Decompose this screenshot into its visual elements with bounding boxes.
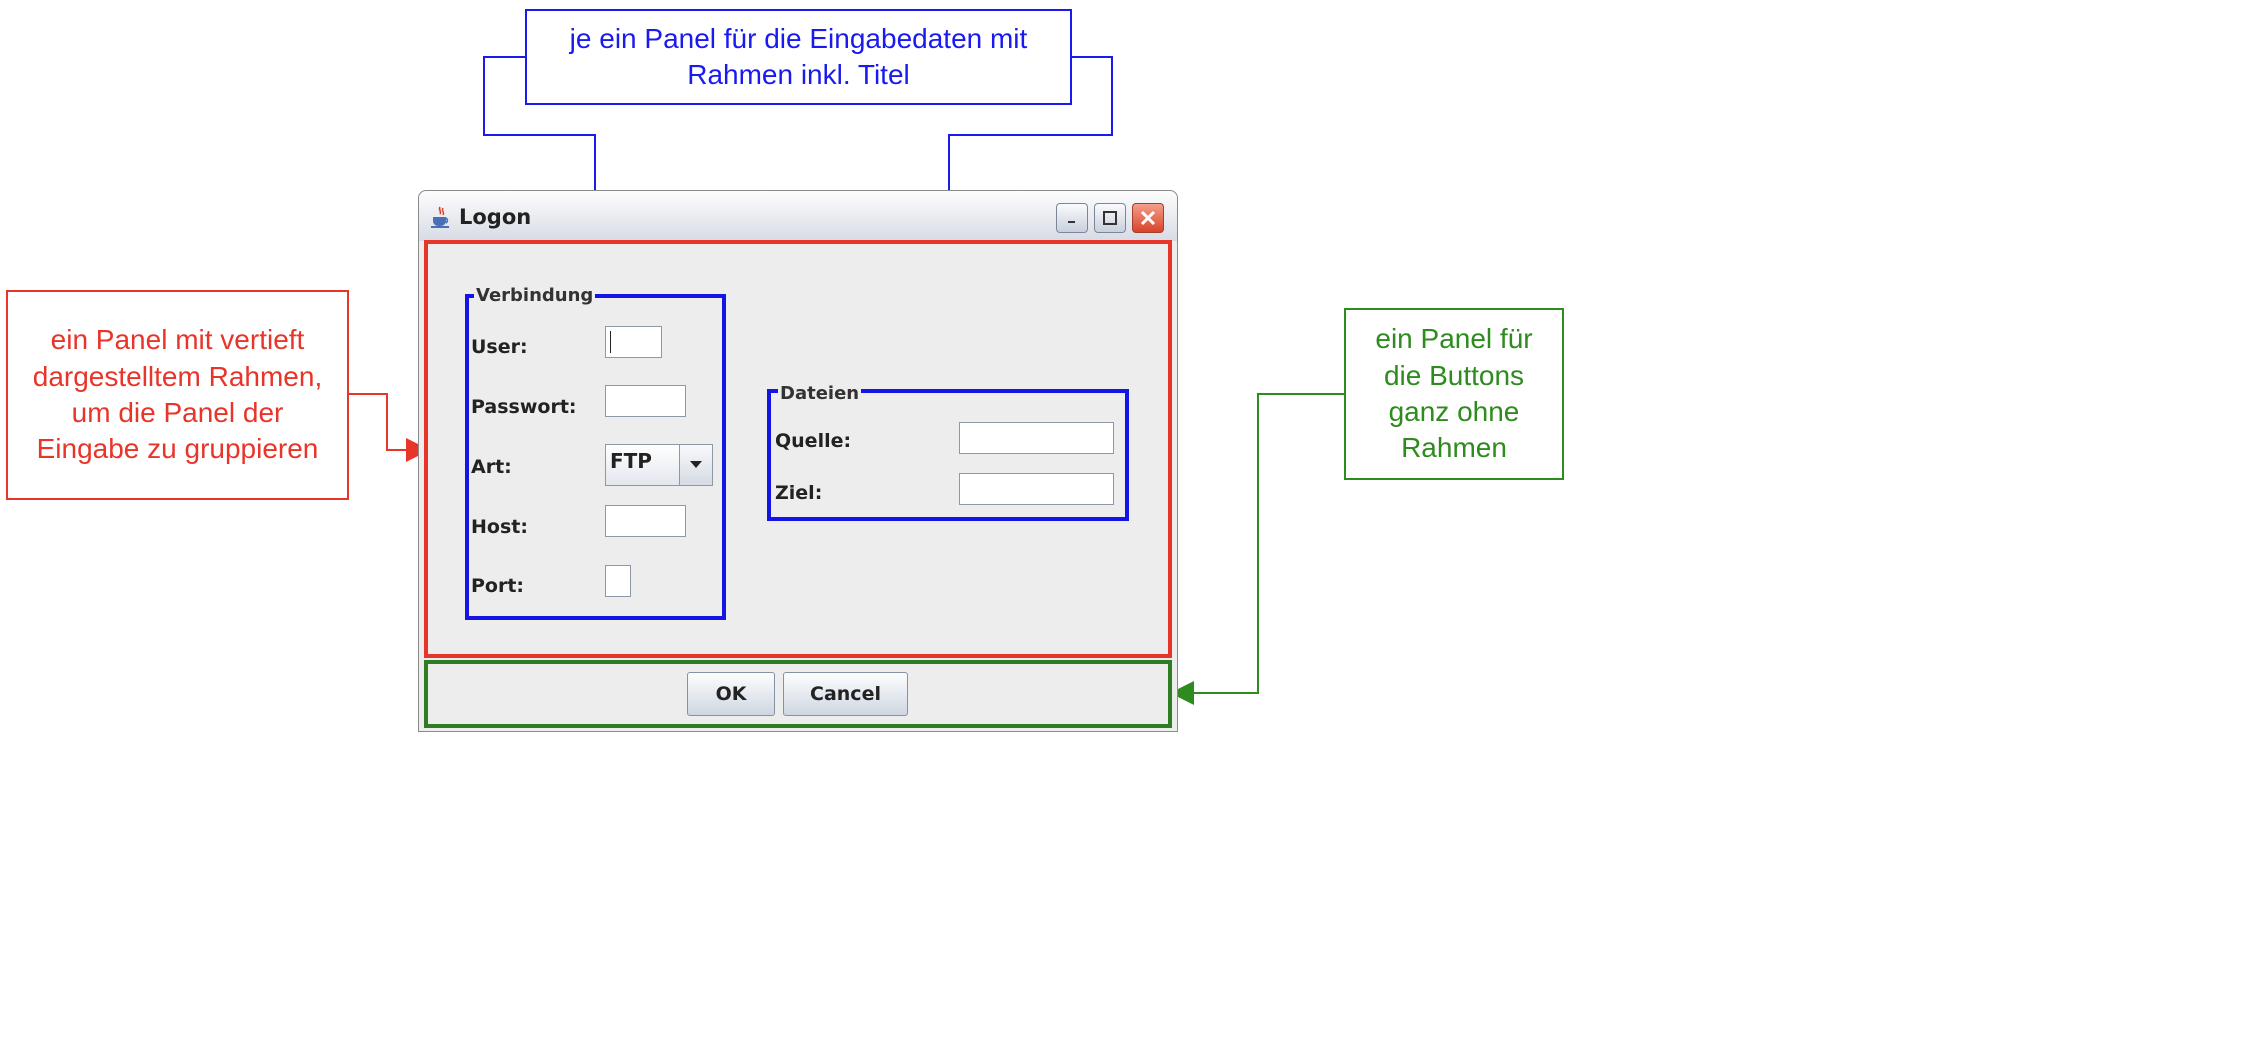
window-title: Logon bbox=[459, 205, 532, 229]
user-input[interactable] bbox=[605, 326, 662, 358]
password-input[interactable] bbox=[605, 385, 686, 417]
logon-window: Logon bbox=[418, 190, 1178, 732]
dateien-title: Dateien bbox=[778, 383, 862, 404]
callout-group-panel-text: ein Panel mit vertieft dargestelltem Rah… bbox=[32, 324, 323, 465]
art-label: Art: bbox=[471, 456, 512, 478]
close-button[interactable] bbox=[1132, 203, 1164, 233]
port-label: Port: bbox=[471, 575, 525, 597]
ziel-input[interactable] bbox=[959, 473, 1114, 505]
dateien-panel bbox=[767, 389, 1129, 521]
connector-red bbox=[349, 393, 430, 462]
host-label: Host: bbox=[471, 516, 528, 538]
quelle-input[interactable] bbox=[959, 422, 1114, 454]
maximize-icon bbox=[1103, 211, 1117, 225]
art-select-value: FTP bbox=[610, 449, 652, 473]
host-input[interactable] bbox=[605, 505, 686, 537]
user-label: User: bbox=[471, 336, 528, 358]
callout-button-panel-text: ein Panel für die Buttons ganz ohne Rahm… bbox=[1375, 323, 1533, 464]
art-select[interactable]: FTP bbox=[605, 444, 713, 486]
close-icon bbox=[1140, 210, 1156, 226]
text-caret bbox=[610, 331, 611, 353]
ok-button[interactable]: OK bbox=[687, 672, 775, 716]
callout-button-panel: ein Panel für die Buttons ganz ohne Rahm… bbox=[1344, 308, 1564, 480]
verbindung-panel bbox=[465, 294, 726, 620]
callout-input-panels-text: je ein Panel für die Eingabedaten mit Ra… bbox=[569, 22, 1028, 90]
password-label: Passwort: bbox=[471, 396, 577, 418]
verbindung-title: Verbindung bbox=[474, 285, 596, 306]
title-bar[interactable]: Logon bbox=[419, 191, 1177, 241]
ziel-label: Ziel: bbox=[775, 482, 823, 504]
group-panel bbox=[424, 240, 1172, 658]
java-cup-icon bbox=[429, 205, 453, 229]
callout-group-panel: ein Panel mit vertieft dargestelltem Rah… bbox=[6, 290, 349, 500]
quelle-label: Quelle: bbox=[775, 430, 852, 452]
maximize-button[interactable] bbox=[1094, 203, 1126, 233]
chevron-down-icon[interactable] bbox=[679, 445, 712, 485]
cancel-button[interactable]: Cancel bbox=[783, 672, 908, 716]
callout-input-panels: je ein Panel für die Eingabedaten mit Ra… bbox=[525, 9, 1072, 105]
minimize-icon bbox=[1068, 221, 1075, 223]
button-panel bbox=[424, 660, 1172, 728]
port-input[interactable] bbox=[605, 565, 631, 597]
minimize-button[interactable] bbox=[1056, 203, 1088, 233]
connector-green bbox=[1170, 393, 1344, 705]
